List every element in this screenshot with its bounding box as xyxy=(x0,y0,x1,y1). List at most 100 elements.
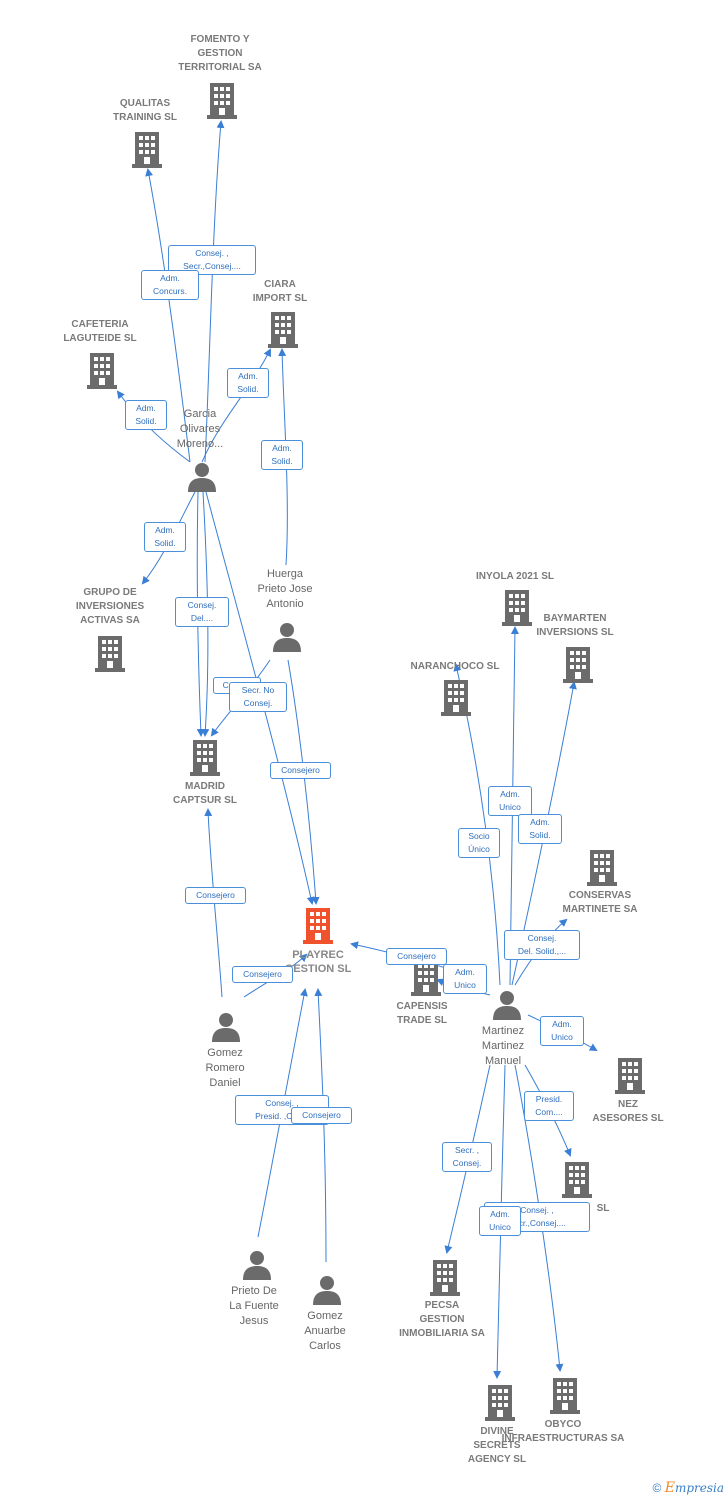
focus-building-icon[interactable] xyxy=(303,908,333,944)
node-playrec[interactable]: PLAYREC GESTION SL xyxy=(268,948,368,976)
relation-label[interactable]: Adm. Concurs. xyxy=(141,270,199,300)
company-label: BAYMARTEN INVERSIONS SL xyxy=(536,613,614,638)
building-icon[interactable] xyxy=(615,1058,645,1094)
node-nez[interactable]: NEZ ASESORES SL xyxy=(578,1098,678,1126)
building-icon[interactable] xyxy=(190,740,220,776)
company-label: NARANCHOCO SL xyxy=(410,661,500,672)
building-icon[interactable] xyxy=(550,1378,580,1414)
node-cafeteria[interactable]: CAFETERIA LAGUTEIDE SL xyxy=(45,318,155,346)
person-icon[interactable] xyxy=(188,462,216,492)
relation-label[interactable]: Consejero xyxy=(291,1107,352,1124)
brand-logo-text: mpresia xyxy=(674,1481,724,1495)
node-grupo[interactable]: GRUPO DE INVERSIONES ACTIVAS SA xyxy=(55,586,165,628)
node-divine[interactable]: DIVINE SECRETS AGENCY SL xyxy=(452,1425,542,1467)
copyright-icon: © xyxy=(652,1481,662,1495)
relation-label[interactable]: Adm. Unico xyxy=(540,1016,584,1046)
building-icon[interactable] xyxy=(562,1162,592,1198)
node-baymarten[interactable]: BAYMARTEN INVERSIONS SL xyxy=(520,612,630,640)
building-icon[interactable] xyxy=(268,312,298,348)
relation-label[interactable]: Consejero xyxy=(386,948,447,965)
company-label: NEZ ASESORES SL xyxy=(592,1099,664,1124)
building-icon[interactable] xyxy=(95,636,125,672)
person-icon[interactable] xyxy=(313,1275,341,1305)
building-icon[interactable] xyxy=(563,647,593,683)
person-label: Gomez Romero Daniel xyxy=(205,1047,245,1089)
person-label: Prieto De La Fuente Jesus xyxy=(229,1285,279,1327)
relation-label[interactable]: Adm. Solid. xyxy=(144,522,186,552)
node-hidden-sl[interactable]: SL xyxy=(588,1202,618,1216)
building-icon[interactable] xyxy=(430,1260,460,1296)
node-capensis[interactable]: CAPENSIS TRADE SL xyxy=(377,1000,467,1028)
building-icon[interactable] xyxy=(441,680,471,716)
node-obyco[interactable]: OBYCO INFRAESTRUCTURAS SA xyxy=(488,1418,638,1446)
node-gomez-anuarbe[interactable]: Gomez Anuarbe Carlos xyxy=(285,1309,365,1354)
person-label: Garcia Olivares Moreno... xyxy=(176,408,224,450)
relation-label[interactable]: Consejero xyxy=(270,762,331,779)
building-icon[interactable] xyxy=(87,353,117,389)
relation-label[interactable]: Adm. Solid. xyxy=(261,440,303,470)
relation-label[interactable]: Consejero xyxy=(232,966,293,983)
company-label: QUALITAS TRAINING SL xyxy=(113,98,177,123)
building-icon[interactable] xyxy=(485,1385,515,1421)
company-label: DIVINE SECRETS AGENCY SL xyxy=(467,1426,527,1465)
relation-label[interactable]: Adm. Unico xyxy=(488,786,532,816)
relation-label[interactable]: Adm. Solid. xyxy=(125,400,167,430)
brand-footer: © Empresia xyxy=(653,1480,724,1496)
person-label: Gomez Anuarbe Carlos xyxy=(304,1310,346,1352)
building-icon[interactable] xyxy=(587,850,617,886)
building-icon[interactable] xyxy=(207,83,237,119)
edge-anuarbe-playrec xyxy=(314,988,327,1263)
company-label: CIARA IMPORT SL xyxy=(252,279,308,304)
node-madrid[interactable]: MADRID CAPTSUR SL xyxy=(155,780,255,808)
edge-garcia-fomento xyxy=(204,120,225,463)
node-naranchoco[interactable]: NARANCHOCO SL xyxy=(395,660,515,674)
node-inyola[interactable]: INYOLA 2021 SL xyxy=(455,570,575,584)
edge-huerga-playrec xyxy=(287,659,320,905)
company-label: CAFETERIA LAGUTEIDE SL xyxy=(63,319,137,344)
relation-label[interactable]: Secr. , Consej. xyxy=(442,1142,492,1172)
node-prieto[interactable]: Prieto De La Fuente Jesus xyxy=(214,1284,294,1329)
node-pecsa[interactable]: PECSA GESTION INMOBILIARIA SA xyxy=(383,1299,501,1341)
node-gomez-romero[interactable]: Gomez Romero Daniel xyxy=(185,1046,265,1091)
relation-label[interactable]: Secr. No Consej. xyxy=(229,682,287,712)
relation-label[interactable]: Adm. Unico xyxy=(443,964,487,994)
node-huerga[interactable]: Huerga Prieto Jose Antonio xyxy=(245,567,325,612)
relation-label[interactable]: Adm. Solid. xyxy=(227,368,269,398)
person-icon[interactable] xyxy=(243,1250,271,1280)
relation-label[interactable]: Socio Único xyxy=(458,828,500,858)
company-label: FOMENTO Y GESTION TERRITORIAL SA xyxy=(178,34,262,73)
person-icon[interactable] xyxy=(273,622,301,652)
person-icon[interactable] xyxy=(212,1012,240,1042)
focus-company-label: PLAYREC GESTION SL xyxy=(284,949,352,975)
person-label: Martinez Martinez Manuel xyxy=(481,1025,525,1067)
company-label: SL xyxy=(596,1203,610,1214)
node-garcia[interactable]: Garcia Olivares Moreno... xyxy=(160,407,240,452)
building-icon[interactable] xyxy=(411,960,441,996)
relation-label[interactable]: Consej. Del.... xyxy=(175,597,229,627)
node-conservas[interactable]: CONSERVAS MARTINETE SA xyxy=(545,889,655,917)
node-ciara[interactable]: CIARA IMPORT SL xyxy=(235,278,325,306)
company-label: CAPENSIS TRADE SL xyxy=(396,1001,448,1026)
node-fomento[interactable]: FOMENTO Y GESTION TERRITORIAL SA xyxy=(160,33,280,75)
company-label: CONSERVAS MARTINETE SA xyxy=(562,890,638,915)
company-label: PECSA GESTION INMOBILIARIA SA xyxy=(399,1300,485,1339)
company-label: INYOLA 2021 SL xyxy=(476,571,554,582)
node-qualitas[interactable]: QUALITAS TRAINING SL xyxy=(95,97,195,125)
person-icon[interactable] xyxy=(493,990,521,1020)
brand-logo-e: E xyxy=(664,1480,675,1496)
relation-label[interactable]: Consejero xyxy=(185,887,246,904)
company-label: GRUPO DE INVERSIONES ACTIVAS SA xyxy=(75,587,145,626)
company-label: OBYCO INFRAESTRUCTURAS SA xyxy=(501,1419,625,1444)
relation-label[interactable]: Presid. Com.... xyxy=(524,1091,574,1121)
building-icon[interactable] xyxy=(132,132,162,168)
person-label: Huerga Prieto Jose Antonio xyxy=(257,568,313,610)
company-label: MADRID CAPTSUR SL xyxy=(173,781,237,806)
edge-garcia-ciara xyxy=(201,348,271,463)
node-martinez[interactable]: Martinez Martinez Manuel xyxy=(463,1024,543,1069)
edge-garcia-qualitas xyxy=(145,168,191,463)
building-icon[interactable] xyxy=(502,590,532,626)
relation-label[interactable]: Consej. Del. Solid.,... xyxy=(504,930,580,960)
relation-label[interactable]: Adm. Solid. xyxy=(518,814,562,844)
relation-label[interactable]: Adm. Unico xyxy=(479,1206,521,1236)
